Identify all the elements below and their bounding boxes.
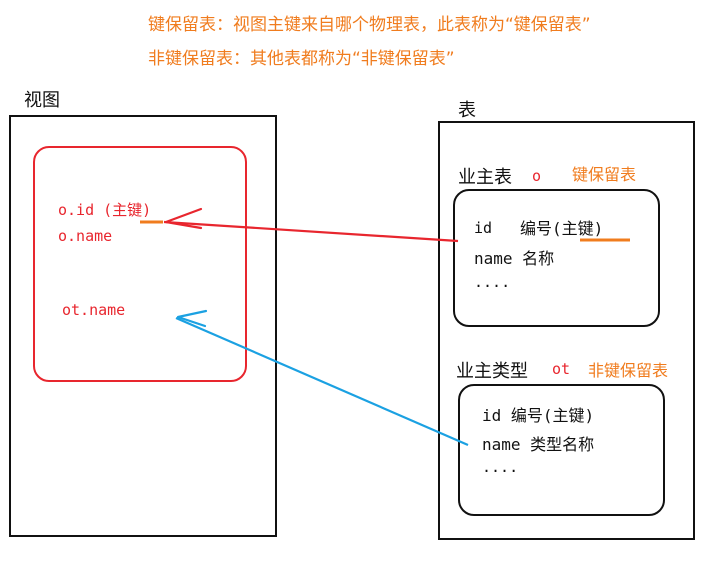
view-fields-box (33, 146, 247, 382)
owner-table-box (453, 189, 660, 327)
view-field-ot-name: ot.name (62, 301, 126, 319)
view-title: 视图 (24, 90, 60, 111)
owner-row-id-desc: 编号(主键) (520, 219, 604, 238)
key-preserved-definition: 键保留表：视图主键来自哪个物理表，此表称为“键保留表” (148, 15, 591, 35)
owner-row-ellipsis: .... (474, 273, 511, 291)
owner-row-id: id (474, 219, 493, 237)
owner-type-row-name: name 类型名称 (482, 435, 595, 454)
owner-row-name: name 名称 (474, 249, 555, 268)
owner-type-table-tag: 非键保留表 (588, 361, 669, 380)
non-key-preserved-definition: 非键保留表：其他表都称为“非键保留表” (148, 49, 455, 69)
owner-type-row-ellipsis: .... (482, 458, 519, 476)
owner-table-label: 业主表 (458, 167, 512, 188)
view-field-name: o.name (58, 227, 113, 245)
owner-type-table-box (458, 384, 665, 516)
owner-type-table-alias: ot (552, 360, 571, 378)
owner-type-table-label: 业主类型 (456, 361, 528, 382)
owner-type-row-id: id 编号(主键) (482, 406, 595, 425)
owner-table-tag: 键保留表 (572, 165, 637, 184)
owner-table-alias: o (532, 167, 542, 185)
tables-title: 表 (458, 100, 476, 121)
view-field-id: o.id (主键) (58, 201, 152, 219)
